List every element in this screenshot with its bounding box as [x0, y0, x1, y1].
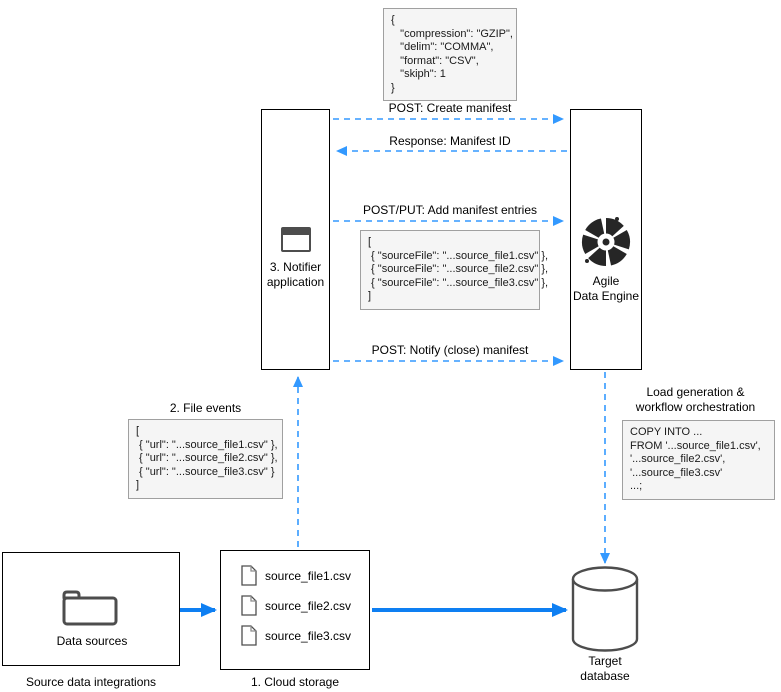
window-titlebar-icon-part — [282, 229, 309, 235]
manifest-options-code-block: { "compression": "GZIP", "delim": "COMMA… — [383, 8, 517, 101]
aperture-logo-icon — [582, 217, 630, 266]
file-icon — [241, 595, 257, 616]
label-notify-close-manifest: POST: Notify (close) manifest — [371, 343, 529, 357]
label-response-manifest-id: Response: Manifest ID — [389, 134, 511, 148]
folder-icon — [62, 590, 118, 626]
file-events-label: 2. File events — [169, 401, 242, 415]
file-name-3: source_file3.csv — [265, 628, 352, 643]
file-icon — [241, 565, 257, 586]
agile-data-engine-node: Agile Data Engine — [570, 109, 642, 370]
cloud-storage-label: 1. Cloud storage — [250, 675, 340, 689]
file-name-1: source_file1.csv — [265, 568, 352, 583]
target-database-label: Target database — [580, 654, 630, 683]
manifest-entries-code-block: [ { "sourceFile": "...source_file1.csv" … — [360, 230, 548, 310]
file-row-3: source_file3.csv — [241, 625, 351, 646]
label-add-manifest-entries: POST/PUT: Add manifest entries — [362, 203, 538, 217]
load-generation-label: Load generation & workflow orchestration — [635, 385, 756, 414]
notifier-application-node: 3. Notifier application — [261, 109, 330, 370]
database-cylinder-icon — [571, 566, 639, 652]
cloud-storage-node: source_file1.csv source_file2.csv source… — [220, 550, 370, 670]
copy-into-code-block: COPY INTO ... FROM '...source_file1.csv'… — [622, 420, 775, 500]
notifier-application-label: 3. Notifier application — [266, 260, 325, 289]
file-icon — [241, 625, 257, 646]
agile-data-engine-label: Agile Data Engine — [572, 274, 640, 303]
file-name-2: source_file2.csv — [265, 598, 352, 613]
data-sources-node: Data sources — [2, 552, 180, 666]
source-data-integrations-label: Source data integrations — [25, 675, 157, 689]
file-events-code-block: [ { "url": "...source_file1.csv" }, { "u… — [128, 419, 283, 499]
file-row-1: source_file1.csv — [241, 565, 351, 586]
application-window-icon — [280, 227, 311, 252]
data-sources-label: Data sources — [56, 634, 128, 648]
label-create-manifest: POST: Create manifest — [388, 101, 512, 115]
file-row-2: source_file2.csv — [241, 595, 351, 616]
